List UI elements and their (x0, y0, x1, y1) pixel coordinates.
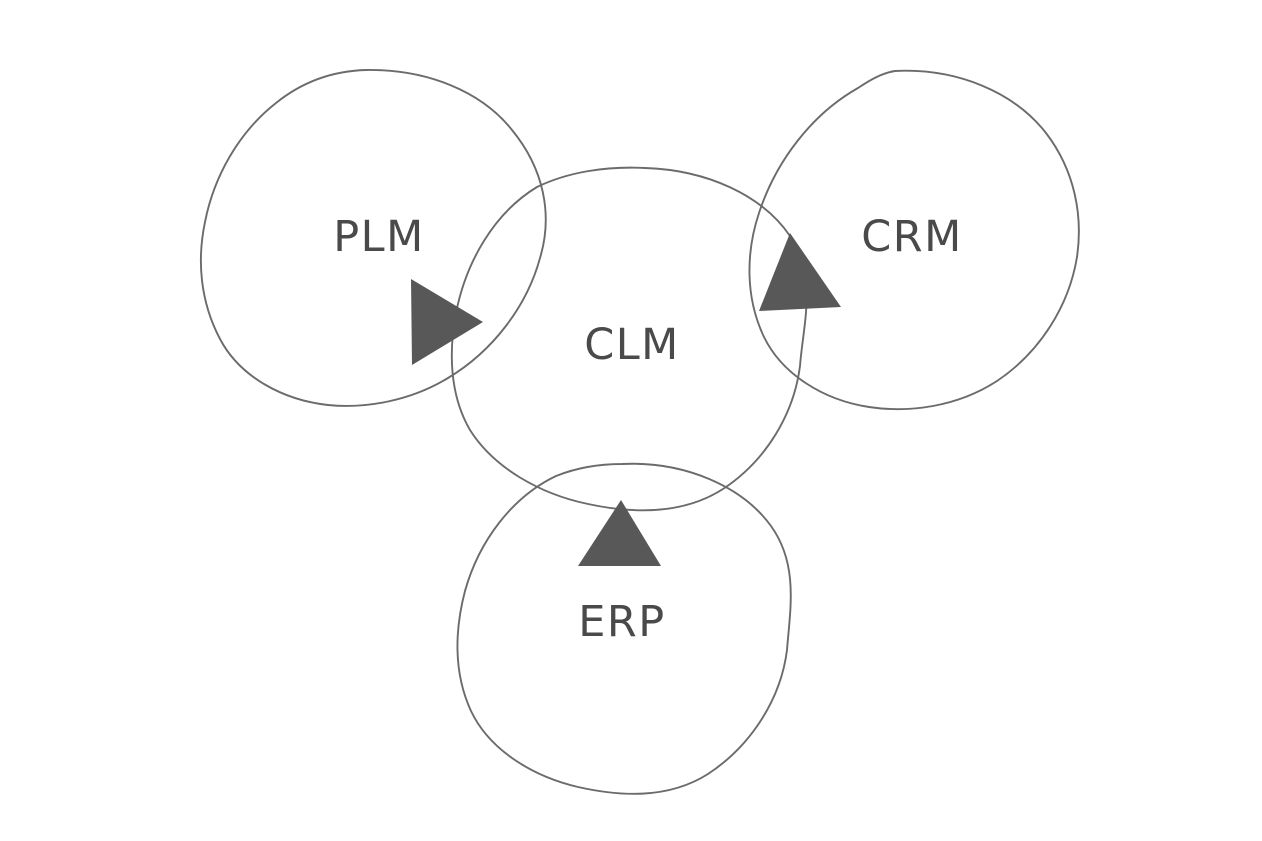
node-label-clm: CLM (584, 320, 680, 370)
arrow-clm-to-crm-icon (759, 233, 841, 311)
node-circle-plm[interactable] (199, 69, 547, 407)
arrow-erp-to-clm-icon (578, 500, 661, 566)
arrow-plm-to-clm-icon (411, 279, 483, 365)
node-label-crm: CRM (861, 212, 963, 262)
node-circle-erp[interactable] (456, 462, 792, 795)
node-label-erp: ERP (578, 597, 666, 647)
node-circle-crm[interactable] (748, 69, 1080, 411)
node-label-plm: PLM (333, 212, 425, 262)
